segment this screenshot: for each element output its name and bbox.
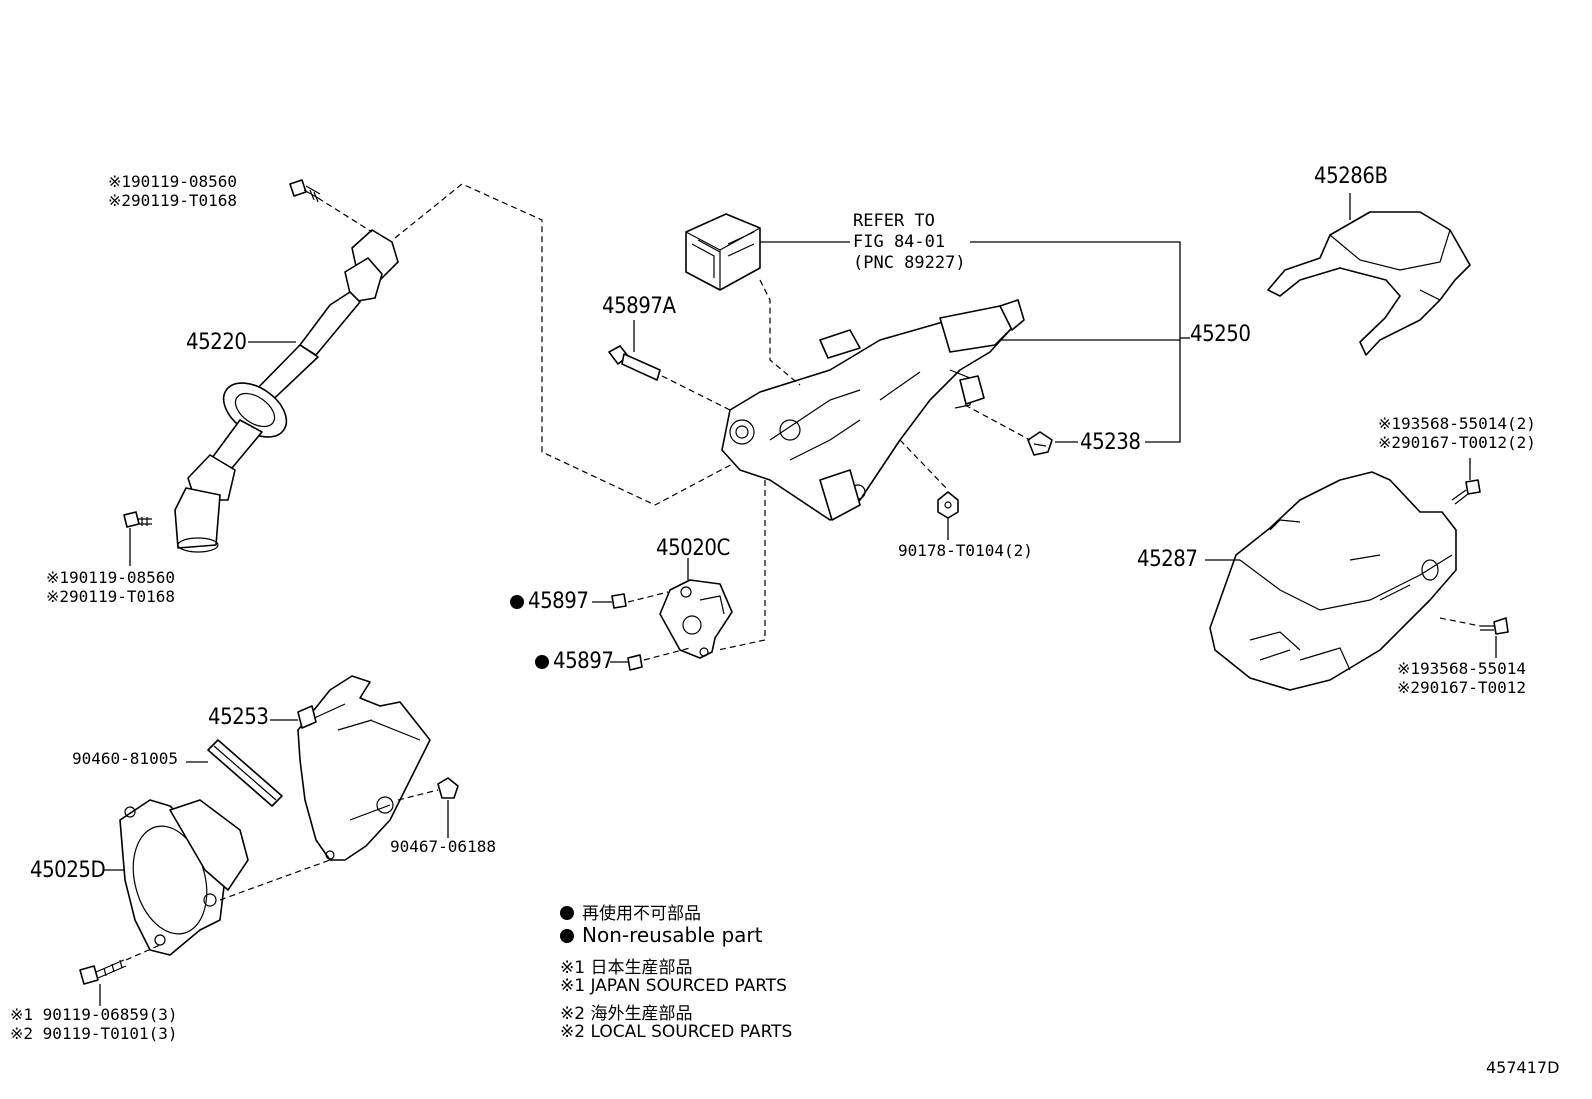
refer-line1: REFER TO <box>853 211 935 231</box>
label-bolt-r1-1[interactable]: ※193568-55014(2) <box>1378 414 1536 433</box>
nonreusable-dot-icon <box>510 595 524 609</box>
bolt-top-left[interactable] <box>289 179 321 203</box>
legend-japan-en: ※1 JAPAN SOURCED PARTS <box>560 976 787 996</box>
label-45287[interactable]: 45287 <box>1137 547 1198 572</box>
label-bolt-top-2[interactable]: ※290119-T0168 <box>108 191 237 210</box>
steering-column-part[interactable] <box>721 299 1025 521</box>
label-bolt-mid-1[interactable]: ※190119-08560 <box>46 568 175 587</box>
screw-lower-cover-top[interactable] <box>1451 479 1481 505</box>
legend-local-jp: ※2 海外生産部品 <box>560 1004 693 1024</box>
label-45250[interactable]: 45250 <box>1190 322 1251 347</box>
refer-line3: (PNC 89227) <box>853 253 966 273</box>
bolt-45897-upper[interactable] <box>611 593 627 609</box>
intermediate-shaft-part[interactable] <box>174 229 399 553</box>
ecu-module-part[interactable] <box>685 213 761 291</box>
label-45020c[interactable]: 45020C <box>656 536 730 561</box>
diagram-id: 457417D <box>1486 1058 1560 1077</box>
label-45025d[interactable]: 45025D <box>30 858 106 883</box>
label-45286b[interactable]: 45286B <box>1314 164 1388 189</box>
label-45238[interactable]: 45238 <box>1080 430 1141 455</box>
label-90467[interactable]: 90467-06188 <box>390 837 496 856</box>
label-45253[interactable]: 45253 <box>208 705 269 730</box>
label-90460[interactable]: 90460-81005 <box>72 749 178 768</box>
clip-45238[interactable] <box>1027 431 1053 456</box>
nut-90178[interactable] <box>937 491 959 519</box>
column-cover-45253[interactable] <box>297 675 431 861</box>
legend-nonreusable-jp: 再使用不可部品 <box>582 904 701 924</box>
label-45897a[interactable]: 45897A <box>602 294 676 319</box>
bolt-45897a[interactable] <box>608 345 661 381</box>
legend-local-en: ※2 LOCAL SOURCED PARTS <box>560 1022 793 1042</box>
bullet-dot-icon <box>560 906 574 920</box>
screw-lower-cover-bottom[interactable] <box>1480 617 1509 635</box>
label-bolt-r2-1[interactable]: ※193568-55014 <box>1397 659 1526 678</box>
label-bolt-bl-2[interactable]: ※2 90119-T0101(3) <box>10 1024 178 1043</box>
label-bolt-top-1[interactable]: ※190119-08560 <box>108 172 237 191</box>
label-bolt-bl-1[interactable]: ※1 90119-06859(3) <box>10 1005 178 1024</box>
label-bolt-r1-2[interactable]: ※290167-T0012(2) <box>1378 433 1536 452</box>
label-45897-lower[interactable]: 45897 <box>553 649 614 674</box>
bolt-mid-left[interactable] <box>123 511 152 528</box>
refer-line2: FIG 84-01 <box>853 232 946 252</box>
legend-japan-jp: ※1 日本生産部品 <box>560 958 693 978</box>
legend-nonreusable-en: Non-reusable part <box>582 923 763 947</box>
refer-note[interactable]: REFER TO FIG 84-01 (PNC 89227) <box>853 211 966 274</box>
clip-90467[interactable] <box>437 777 459 799</box>
bracket-45020c[interactable] <box>659 579 733 659</box>
label-90178[interactable]: 90178-T0104(2) <box>898 541 1033 560</box>
lower-cover-45287[interactable] <box>1209 471 1457 691</box>
label-45220[interactable]: 45220 <box>186 330 247 355</box>
label-bolt-r2-2[interactable]: ※290167-T0012 <box>1397 678 1526 697</box>
nonreusable-dot-icon <box>535 655 549 669</box>
upper-cover-45286b[interactable] <box>1267 211 1471 356</box>
boot-45025d[interactable] <box>119 799 249 956</box>
bolt-45897-lower[interactable] <box>627 654 643 671</box>
label-45897-upper[interactable]: 45897 <box>528 589 589 614</box>
ring-90460[interactable] <box>207 739 283 807</box>
bullet-dot-icon <box>560 929 574 943</box>
bolt-bottom-left[interactable] <box>79 959 127 985</box>
label-bolt-mid-2[interactable]: ※290119-T0168 <box>46 587 175 606</box>
